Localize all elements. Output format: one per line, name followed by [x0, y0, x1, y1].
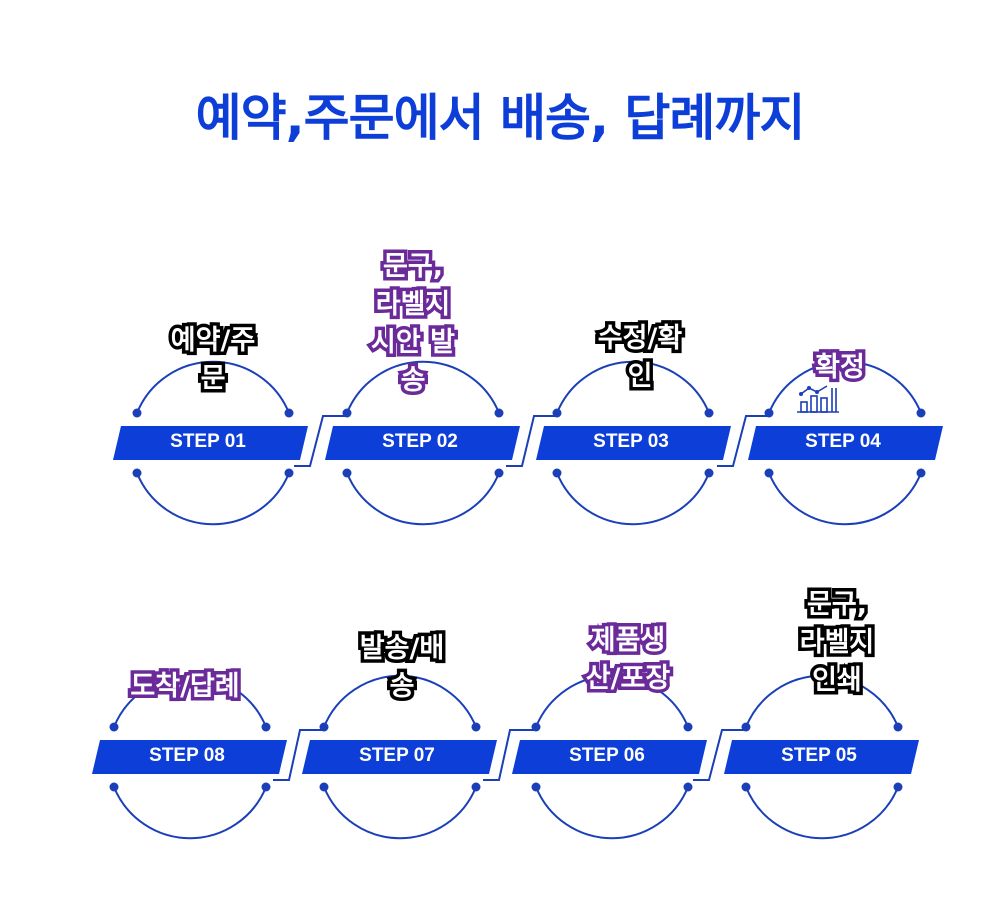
step-label-line: 인	[624, 358, 656, 396]
arc-endpoint-dot	[132, 468, 142, 478]
arc-endpoint-dot	[319, 722, 329, 732]
page-title: 예약,주문에서 배송, 답례까지	[195, 89, 806, 147]
arc-endpoint-dot	[531, 782, 541, 792]
step-band	[92, 740, 287, 774]
step-label-line: 송	[386, 668, 418, 706]
arc-endpoint-dot	[471, 722, 481, 732]
step-number-6: STEP 06	[569, 745, 645, 766]
circle-top-arc	[136, 360, 290, 414]
step-number-3: STEP 03	[593, 431, 669, 452]
arc-endpoint-dot	[132, 408, 142, 418]
circle-top-arc	[768, 360, 922, 414]
step-label-line: 송	[397, 362, 429, 400]
arc-endpoint-dot	[319, 782, 329, 792]
step-band	[748, 426, 943, 460]
arc-endpoint-dot	[764, 468, 774, 478]
step-number-4: STEP 04	[805, 431, 881, 452]
step-label-line: 산/포장	[582, 660, 673, 698]
arc-endpoint-dot	[531, 722, 541, 732]
arc-endpoint-dot	[893, 782, 903, 792]
step-band	[302, 740, 497, 774]
circle-top-arc	[535, 674, 689, 728]
step-number-5: STEP 05	[781, 745, 857, 766]
arc-endpoint-dot	[261, 722, 271, 732]
arc-endpoint-dot	[764, 408, 774, 418]
circle-bottom-arc	[556, 472, 710, 526]
arc-endpoint-dot	[494, 468, 504, 478]
circle-top-arc	[346, 360, 500, 414]
step-label-line: 라벨지	[372, 286, 454, 324]
step-label-line: 인쇄	[809, 662, 866, 700]
arc-endpoint-dot	[284, 468, 294, 478]
circle-top-arc	[113, 674, 267, 728]
step-label-line: 제품생	[587, 622, 669, 660]
step-label-line: 라벨지	[796, 624, 877, 662]
arc-endpoint-dot	[741, 722, 751, 732]
circle-bottom-arc	[346, 472, 500, 526]
circle-bottom-arc	[323, 786, 477, 840]
arc-endpoint-dot	[683, 722, 693, 732]
circle-bottom-arc	[535, 786, 689, 840]
bar-chart-icon	[797, 385, 839, 413]
step-number-8: STEP 08	[149, 745, 225, 766]
step-label-line: 문구,	[380, 248, 447, 286]
step-label: 도착/답례	[127, 668, 243, 706]
arc-endpoint-dot	[494, 408, 504, 418]
arc-endpoint-dot	[916, 468, 926, 478]
step-label-line: 발송/배	[356, 630, 447, 668]
step-label-line: 문	[197, 360, 229, 398]
arc-endpoint-dot	[284, 408, 294, 418]
connector-line	[717, 415, 770, 467]
step-label-line: 도착/답례	[127, 668, 243, 706]
connector-line	[506, 415, 558, 467]
step-label-line: 예약/주	[167, 322, 258, 360]
step-number-2: STEP 02	[382, 431, 458, 452]
circle-bottom-arc	[113, 786, 267, 840]
step-band	[536, 426, 731, 460]
step-band	[113, 426, 308, 460]
circle-top-arc	[745, 674, 899, 728]
circle-top-arc	[323, 674, 477, 728]
arc-endpoint-dot	[109, 722, 119, 732]
circle-bottom-arc	[768, 472, 922, 526]
circle-top-arc	[556, 360, 710, 414]
arc-endpoint-dot	[471, 782, 481, 792]
arc-endpoint-dot	[109, 782, 119, 792]
step-number-7: STEP 07	[359, 745, 435, 766]
step-band	[325, 426, 520, 460]
arc-endpoint-dot	[342, 468, 352, 478]
step-number-1: STEP 01	[170, 431, 246, 452]
arc-endpoint-dot	[741, 782, 751, 792]
circle-bottom-arc	[745, 786, 899, 840]
step-band	[724, 740, 919, 774]
arc-endpoint-dot	[342, 408, 352, 418]
connector-line	[483, 729, 534, 781]
connector-line	[294, 415, 347, 467]
arc-endpoint-dot	[552, 408, 562, 418]
step-label-line: 시안 발	[368, 324, 459, 362]
connector-line	[693, 729, 746, 781]
arc-endpoint-dot	[261, 782, 271, 792]
circle-bottom-arc	[136, 472, 290, 526]
connector-line	[273, 729, 324, 781]
arc-endpoint-dot	[893, 722, 903, 732]
arc-endpoint-dot	[916, 408, 926, 418]
arc-endpoint-dot	[683, 782, 693, 792]
step-band	[512, 740, 707, 774]
arc-endpoint-dot	[552, 468, 562, 478]
step-label-line: 수정/확	[594, 320, 685, 358]
step-label-line: 확정	[812, 349, 869, 387]
arc-endpoint-dot	[704, 468, 714, 478]
step-label: 확정	[812, 349, 869, 387]
arc-endpoint-dot	[704, 408, 714, 418]
step-label-line: 문구,	[804, 586, 871, 624]
